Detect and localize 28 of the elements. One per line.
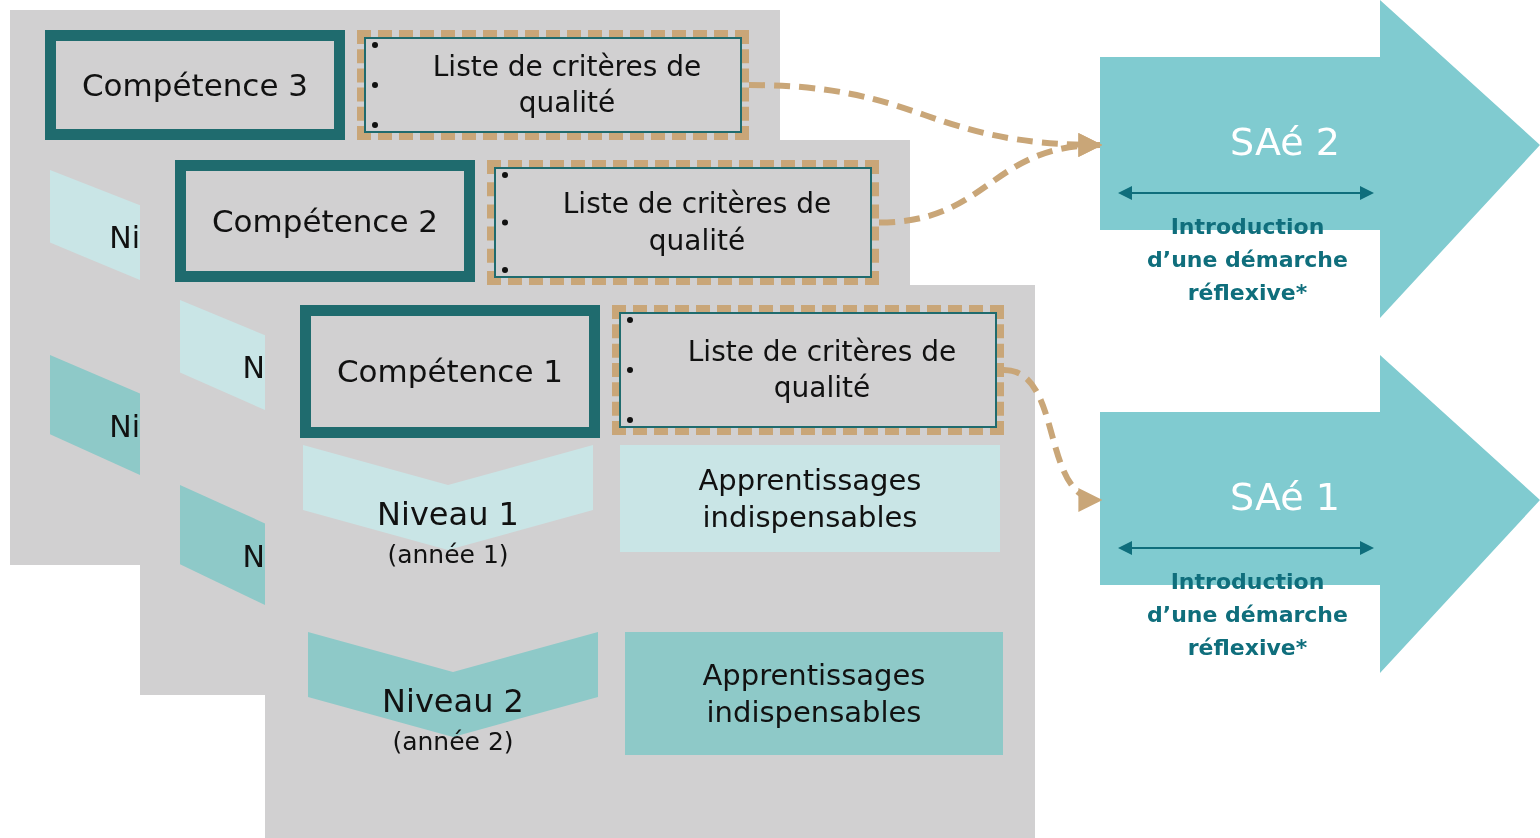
criteria-box [487, 160, 879, 285]
level-title: Niveau 2 [381, 682, 525, 720]
block-arrow [1100, 355, 1540, 673]
competence-box [45, 30, 345, 140]
competence-box [300, 305, 600, 438]
level-text: Ni [109, 219, 140, 255]
competence-title: Compétence 3 [80, 65, 310, 105]
learning-box [625, 632, 1003, 755]
learning-text: Apprentissages indispensables [701, 657, 927, 730]
dashed-arrow [878, 134, 1103, 226]
level-text: Ni [109, 409, 140, 444]
criteria-text: Liste de critères de qualité [431, 48, 703, 121]
level-text: N [242, 539, 265, 574]
year-text: (année 1) [386, 540, 510, 569]
sae-title: SAé 2 [1229, 120, 1341, 164]
competence-title: Compétence 1 [335, 352, 565, 392]
competence-title: Compétence 2 [210, 201, 440, 241]
level-text: N [242, 349, 265, 385]
year-text: (année 2) [391, 727, 515, 756]
learning-text: Apprentissages indispensables [697, 462, 923, 535]
level-title: Niveau 1 [376, 495, 520, 533]
criteria-text: Liste de critères de qualité [561, 186, 833, 259]
criteria-box [357, 30, 749, 140]
competence-box [175, 160, 475, 282]
criteria-box [612, 305, 1004, 435]
sae-title: SAé 1 [1229, 475, 1341, 519]
block-arrow [1100, 0, 1540, 318]
criteria-text: Liste de critères de qualité [686, 333, 958, 406]
